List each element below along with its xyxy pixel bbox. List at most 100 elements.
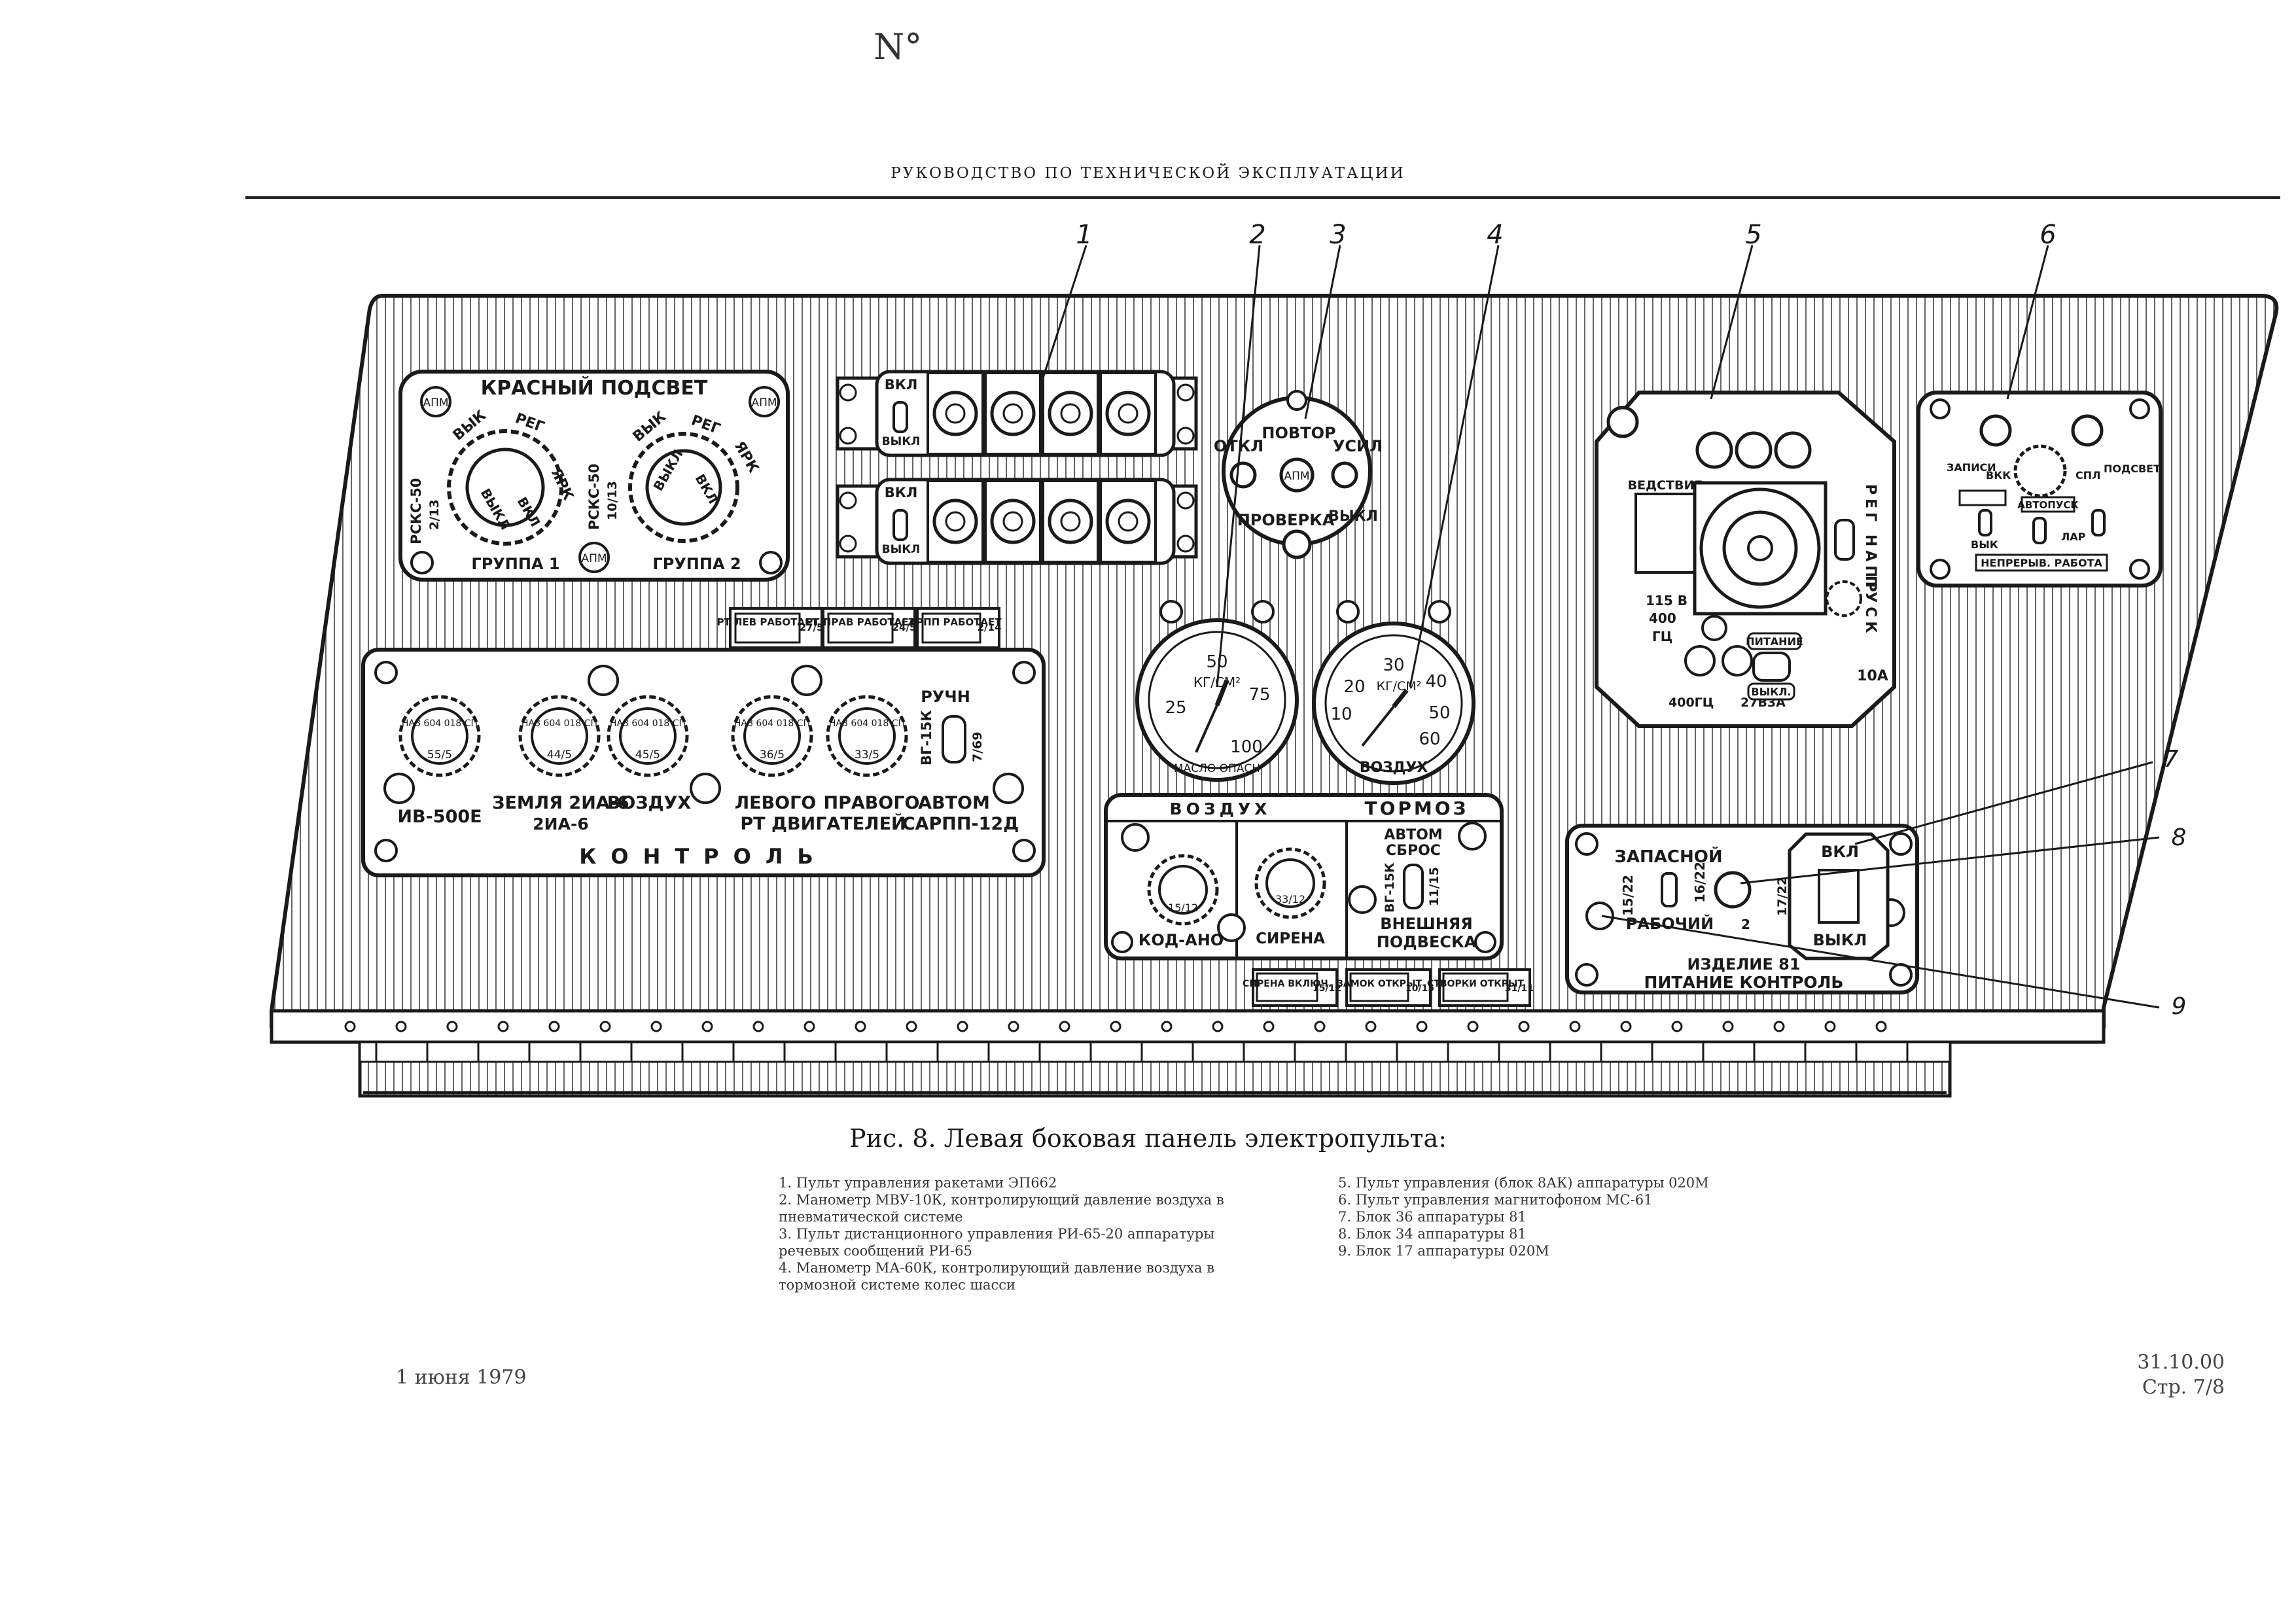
ms61-switch-3[interactable] (2091, 509, 2106, 536)
fuse-breaker-inner (838, 707, 896, 765)
brake-vnesh: ВНЕШНЯЯ (1380, 915, 1472, 933)
gauge4-needle-tip (1392, 688, 1409, 709)
toggle-switch-icon[interactable] (892, 401, 908, 433)
knob2-code: 10/13 (605, 481, 620, 520)
rocket-row1-vykl: ВЫКЛ (882, 435, 921, 448)
apm-fuse-icon (588, 665, 619, 696)
tag-sarpp-code: 2/14 (978, 622, 1002, 633)
screw-icon (1176, 427, 1195, 445)
brake-vozduh: ВОЗДУХ (1170, 799, 1271, 818)
apm-label: АПМ (423, 396, 448, 410)
fuse-breaker-code: 44/5 (547, 748, 572, 762)
sbros-switch-icon[interactable] (1403, 864, 1424, 909)
callout-5: 5 (1745, 220, 1761, 250)
fuse-breaker-code: 36/5 (760, 748, 785, 762)
fuse-breaker-type: НАЗ 604 018 СП (521, 718, 597, 729)
hinge-hole (1773, 1021, 1785, 1032)
hinge-holes (344, 1021, 1909, 1062)
apm-fuse-icon (993, 773, 1024, 804)
screw-icon (1286, 390, 1307, 411)
label-zemlya: ЗЕМЛЯ 2ИА-6 (492, 793, 629, 813)
rocket-buttons[interactable] (927, 372, 1157, 563)
gauge2-needle-tip (1214, 679, 1229, 707)
screw-icon (839, 535, 857, 553)
ms61-switch-1[interactable] (1978, 509, 1992, 536)
voice-message-panel: ПОВТОР ОТКЛ УСИЛ АПМ ПРОВЕРКА ВЫКЛ (1214, 390, 1383, 559)
callout-9: 9 (2172, 993, 2187, 1020)
rotary-switch-icon[interactable] (1714, 871, 1752, 909)
page-code: 31.10.00 (2137, 1351, 2225, 1374)
apm-fuse-icon (749, 386, 780, 417)
gauge4-needle (1361, 705, 1395, 747)
red-light-title: КРАСНЫЙ ПОДСВЕТ (481, 376, 708, 400)
gauge2-tick-75: 75 (1248, 685, 1270, 705)
brake-tormoz: ТОРМОЗ (1365, 798, 1469, 819)
rheostat-knob-group-2[interactable]: ВЫК РЕГ ЯРК ВЫКЛ ВКЛ РСКС-50 10/13 ГРУПП… (586, 408, 762, 573)
gauge4-tick-50: 50 (1428, 703, 1450, 723)
toggle-switch-icon[interactable] (892, 509, 908, 541)
hinge-hole (701, 1021, 713, 1032)
usil-toggle[interactable] (1331, 461, 1358, 489)
screw-icon (2129, 398, 2150, 419)
legend-item-8: 8. Блок 34 аппаратуры 81 (1338, 1226, 1527, 1242)
rocket-row2-vykl: ВЫКЛ (882, 543, 921, 556)
figure-caption: Рис. 8. Левая боковая панель электропуль… (849, 1124, 1447, 1153)
legend-item-7: 7. Блок 36 аппаратуры 81 (1338, 1209, 1527, 1225)
brake-podveska: ПОДВЕСКА (1377, 933, 1477, 951)
hinge-hole (1263, 1021, 1275, 1032)
brake-kod-ano: КОД-АНО (1139, 931, 1224, 949)
hinge-hole (446, 1021, 458, 1032)
rocket-control-panel: ВКЛ ВЫКЛ ВКЛ ВЫКЛ (836, 370, 1198, 565)
fuse-sirena[interactable]: 33/12 (1254, 847, 1326, 919)
ms61-vkk: ВКК (1986, 469, 2011, 482)
hinge-hole (344, 1021, 356, 1032)
brake-sbros: СБРОС (1386, 843, 1441, 859)
izd-switch-icon[interactable] (1818, 869, 1860, 924)
control-title: КОНТРОЛЬ (579, 844, 828, 869)
apm-fuse-icon (1217, 913, 1246, 942)
apm-fuse-icon (1585, 902, 1614, 930)
apm-fuse-icon (420, 386, 451, 417)
screw-icon (1176, 535, 1195, 553)
fuse-breaker-type: НАЗ 604 018 СП (610, 718, 686, 729)
rheostat-knob-group-1[interactable]: ВЫК РЕГ ЯРК ВЫКЛ ВКЛ РСКС-50 2/13 ГРУППА… (408, 407, 576, 573)
rezerv-toggle-icon[interactable] (1661, 872, 1678, 907)
ms61-switch-2[interactable] (2032, 517, 2047, 544)
izdelie81-panel: ЗАПАСНОЙ 15/22 РАБОЧИЙ 16/22 2 ВКЛ 17/22… (1565, 824, 1919, 994)
otkl-button[interactable] (1229, 461, 1257, 489)
hinge-hole (957, 1021, 968, 1032)
fuse-kod-ano[interactable]: 15/12 (1147, 854, 1219, 926)
screw-icon (839, 427, 857, 445)
fuse-kod-ano-code: 15/12 (1168, 902, 1198, 914)
pitanie-switch-icon[interactable] (1752, 652, 1791, 682)
vg-switch-icon[interactable] (942, 715, 966, 763)
knob1-group: ГРУППА 1 (471, 555, 559, 573)
red-light-panel: КРАСНЫЙ ПОДСВЕТ АПМ АПМ АПМ ВЫК РЕГ ЯРК … (398, 370, 790, 582)
hinge-hole (1314, 1021, 1326, 1032)
brake-pressure-gauge: 30 20 КГ/СМ² 40 10 50 60 ВОЗДУХ (1312, 600, 1475, 785)
label-rt-dvigateley: РТ ДВИГАТЕЛЕЙ (740, 813, 906, 834)
hinge-hole (548, 1021, 560, 1032)
rocket-row1-vkl: ВКЛ (885, 377, 918, 393)
izd-rabochiy: РАБОЧИЙ (1626, 914, 1714, 933)
box8ak-400hz: 400ГЦ (1669, 695, 1714, 710)
gauge4-tick-60: 60 (1419, 729, 1440, 749)
voice-vykl: ВЫКЛ (1328, 508, 1378, 525)
legend-right: 5. Пульт управления (блок 8АК) аппаратур… (1338, 1174, 1835, 1259)
box8ak-gz: ГЦ (1652, 629, 1672, 644)
screw-icon (2129, 559, 2150, 580)
tag-zamok-code: 10/15 (1405, 983, 1434, 994)
box8ak-vykl: ВЫКЛ. (1751, 686, 1791, 698)
screw-icon (1012, 839, 1036, 862)
fuse-breaker-code: 55/5 (427, 748, 452, 762)
proverka-button[interactable] (1282, 529, 1312, 559)
izd-vykl: ВЫКЛ (1813, 931, 1867, 949)
brake-avtom: АВТОМ (1384, 827, 1442, 843)
gauge2-tick-50: 50 (1206, 652, 1227, 672)
ms61-knob[interactable] (2013, 444, 2067, 498)
hinge-hole (855, 1021, 866, 1032)
screw-icon (1474, 931, 1496, 953)
apm-label: АПМ (581, 552, 607, 565)
izd-1722: 17/22 (1775, 877, 1790, 916)
